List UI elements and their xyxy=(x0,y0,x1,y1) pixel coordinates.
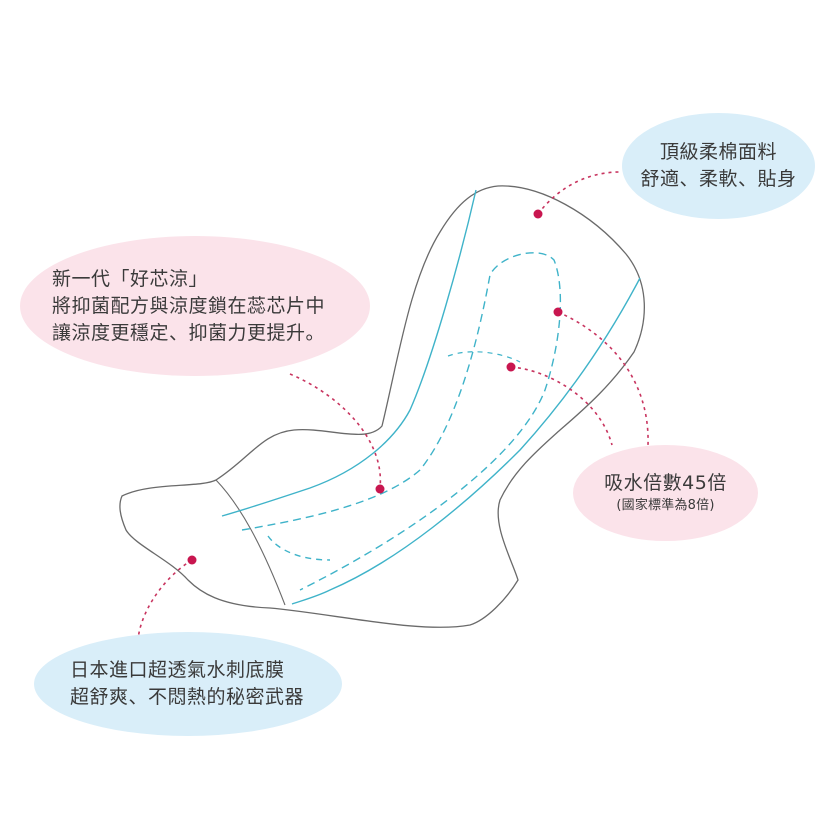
channel-solid-lower xyxy=(291,277,641,605)
leader-right-upper xyxy=(557,311,649,446)
marker-dot-topsheet xyxy=(533,209,543,219)
callout-topsheet-line1: 頂級柔棉面料 xyxy=(659,141,777,163)
wing-fold-line xyxy=(215,479,286,606)
callout-absorbency-line1: 吸水倍數45倍 xyxy=(604,472,727,494)
marker-dot-absorb-upper xyxy=(553,307,563,317)
callout-core: 新一代「好芯涼」 將抑菌配方與涼度鎖在蕊芯片中 讓涼度更穩定、抑菌力更提升。 xyxy=(20,236,370,376)
callout-backsheet-line2: 超舒爽、不悶熱的秘密武器 xyxy=(70,686,305,708)
callout-absorbency-line2: (國家標準為8倍) xyxy=(616,498,715,513)
leader-bottom-left xyxy=(137,559,193,641)
marker-dot-backsheet xyxy=(187,555,197,565)
leader-right-lower xyxy=(510,366,613,446)
channel-dashed-outer xyxy=(241,252,562,591)
callout-core-line1: 新一代「好芯涼」 xyxy=(52,267,209,290)
callout-core-line2: 將抑菌配方與涼度鎖在蕊芯片中 xyxy=(52,294,326,317)
callout-topsheet: 頂級柔棉面料 舒適、柔軟、貼身 xyxy=(622,113,815,219)
channel-dashed-inner xyxy=(267,535,331,561)
callout-absorbency: 吸水倍數45倍 (國家標準為8倍) xyxy=(573,445,758,541)
callout-core-line3: 讓涼度更穩定、抑菌力更提升。 xyxy=(52,321,326,344)
pad-outline xyxy=(119,185,645,628)
marker-dot-core xyxy=(375,484,385,494)
leader-top-right xyxy=(537,171,621,215)
callout-backsheet: 日本進口超透氣水刺底膜 超舒爽、不悶熱的秘密武器 xyxy=(34,632,342,736)
callout-backsheet-line1: 日本進口超透氣水刺底膜 xyxy=(70,659,285,681)
channel-solid-upper xyxy=(221,189,477,517)
callout-topsheet-line2: 舒適、柔軟、貼身 xyxy=(640,168,797,190)
marker-dot-absorb-lower xyxy=(506,362,516,372)
